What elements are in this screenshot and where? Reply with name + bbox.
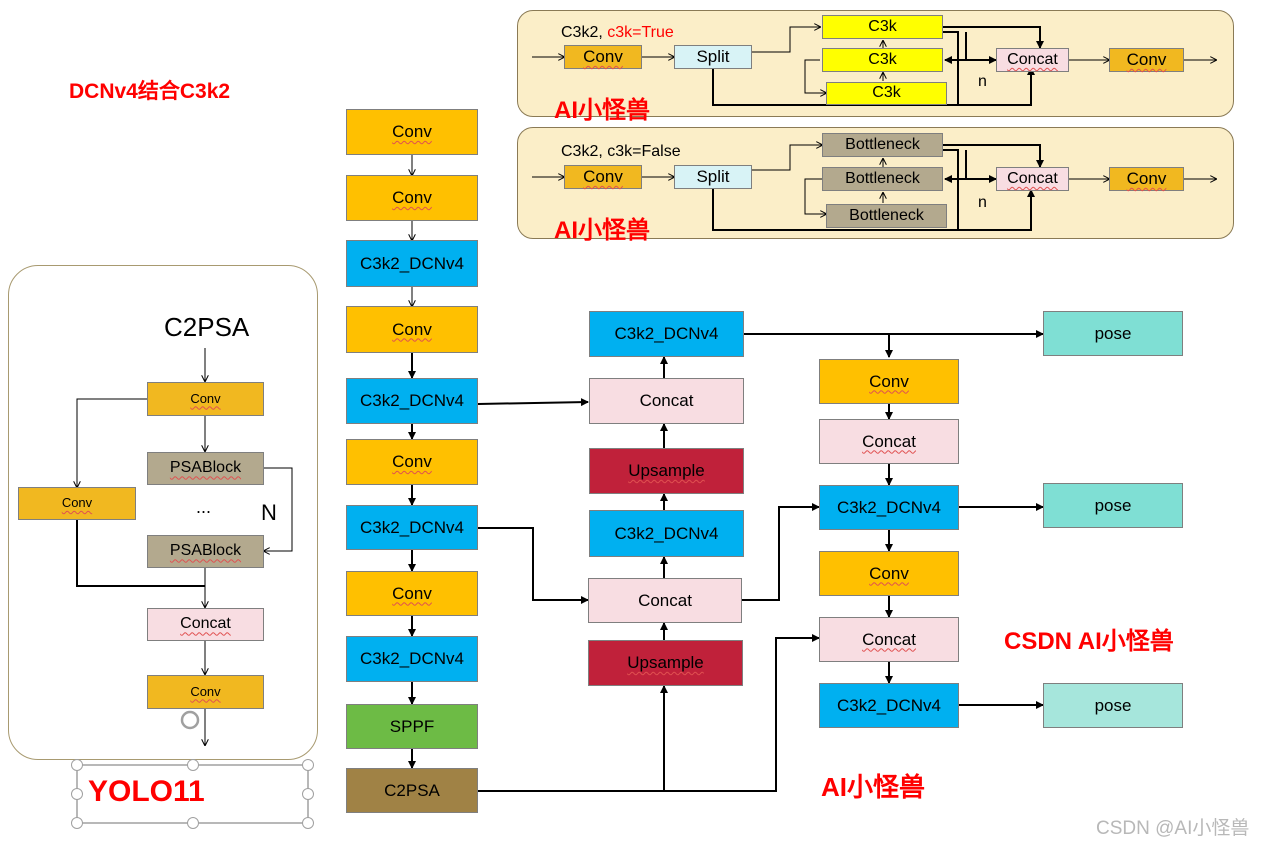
bottleneck-block-1: Bottleneck — [822, 133, 943, 157]
c3k-false-n-label: n — [978, 194, 987, 211]
neck-concat-mid: Concat — [588, 578, 742, 623]
c2psa-conv-top: Conv — [147, 382, 264, 416]
diagram-title: DCNv4结合C3k2 — [69, 80, 231, 103]
c2psa-conv-bottom: Conv — [147, 675, 264, 709]
neck-c3k2-top: C3k2_DCNv4 — [589, 311, 744, 357]
resize-handle-mr[interactable] — [302, 788, 314, 800]
backbone-conv-1: Conv — [346, 109, 478, 155]
backbone-c3k2-4: C3k2_DCNv4 — [346, 636, 478, 682]
backbone-conv-3: Conv — [346, 306, 478, 353]
c3k-block-2: C3k — [822, 48, 943, 72]
pose-head-2: pose — [1043, 483, 1183, 528]
neck-conv-1: Conv — [819, 359, 959, 404]
backbone-c2psa: C2PSA — [346, 768, 478, 813]
c3k-true-title: C3k2, c3k=True — [561, 24, 674, 41]
watermark-2: AI小怪兽 — [554, 217, 650, 244]
resize-handle-ml[interactable] — [71, 788, 83, 800]
backbone-c3k2-1: C3k2_DCNv4 — [346, 240, 478, 287]
neck-c3k2-1: C3k2_DCNv4 — [819, 485, 959, 530]
c2psa-concat: Concat — [147, 608, 264, 641]
bottleneck-block-3: Bottleneck — [826, 204, 947, 228]
neck-concat-1: Concat — [819, 419, 959, 464]
c2psa-conv-side: Conv — [18, 487, 136, 520]
backbone-conv-2: Conv — [346, 175, 478, 221]
c3k-false-split: Split — [674, 165, 752, 189]
neck-concat-top: Concat — [589, 378, 744, 424]
psablock-ellipsis: ... — [196, 497, 212, 517]
watermark-4: AI小怪兽 — [821, 772, 926, 802]
c2psa-title: C2PSA — [164, 312, 250, 342]
c3k-block-1: C3k — [822, 15, 943, 39]
resize-handle-bl[interactable] — [71, 817, 83, 829]
c3k-true-split: Split — [674, 45, 752, 69]
neck-upsample-top: Upsample — [589, 448, 744, 494]
neck-upsample-bottom: Upsample — [588, 640, 743, 686]
psablock-n-label: N — [261, 500, 277, 525]
c3k-true-concat: Concat — [996, 48, 1069, 72]
resize-handle-bm[interactable] — [187, 817, 199, 829]
resize-handle-br[interactable] — [302, 817, 314, 829]
neck-concat-2: Concat — [819, 617, 959, 662]
watermark-1: AI小怪兽 — [554, 97, 650, 124]
bottleneck-block-2: Bottleneck — [822, 167, 943, 191]
resize-handle-tm[interactable] — [187, 759, 199, 771]
c3k-true-n-label: n — [978, 73, 987, 90]
c3k-true-conv-in: Conv — [564, 45, 642, 69]
resize-handle-tr[interactable] — [302, 759, 314, 771]
backbone-c3k2-2: C3k2_DCNv4 — [346, 378, 478, 424]
c3k-false-title: C3k2, c3k=False — [561, 143, 681, 160]
watermark-3: CSDN AI小怪兽 — [1004, 628, 1174, 655]
psablock-2: PSABlock — [147, 535, 264, 568]
resize-handle-tl[interactable] — [71, 759, 83, 771]
neck-c3k2-mid: C3k2_DCNv4 — [589, 510, 744, 557]
backbone-sppf: SPPF — [346, 704, 478, 749]
pose-head-1: pose — [1043, 311, 1183, 356]
neck-c3k2-2: C3k2_DCNv4 — [819, 683, 959, 728]
backbone-conv-5: Conv — [346, 571, 478, 616]
neck-conv-2: Conv — [819, 551, 959, 596]
psablock-1: PSABlock — [147, 452, 264, 485]
c3k-true-conv-out: Conv — [1109, 48, 1184, 72]
backbone-c3k2-3: C3k2_DCNv4 — [346, 505, 478, 550]
c3k-false-conv-out: Conv — [1109, 167, 1184, 191]
yolo11-caption[interactable]: YOLO11 — [88, 775, 205, 808]
c3k-false-conv-in: Conv — [564, 165, 642, 189]
c3k-false-concat: Concat — [996, 167, 1069, 191]
backbone-conv-4: Conv — [346, 439, 478, 485]
pose-head-3: pose — [1043, 683, 1183, 728]
footer-credit: CSDN @AI小怪兽 — [1096, 818, 1250, 839]
c2psa-panel — [8, 265, 318, 760]
c3k-block-3: C3k — [826, 82, 947, 105]
